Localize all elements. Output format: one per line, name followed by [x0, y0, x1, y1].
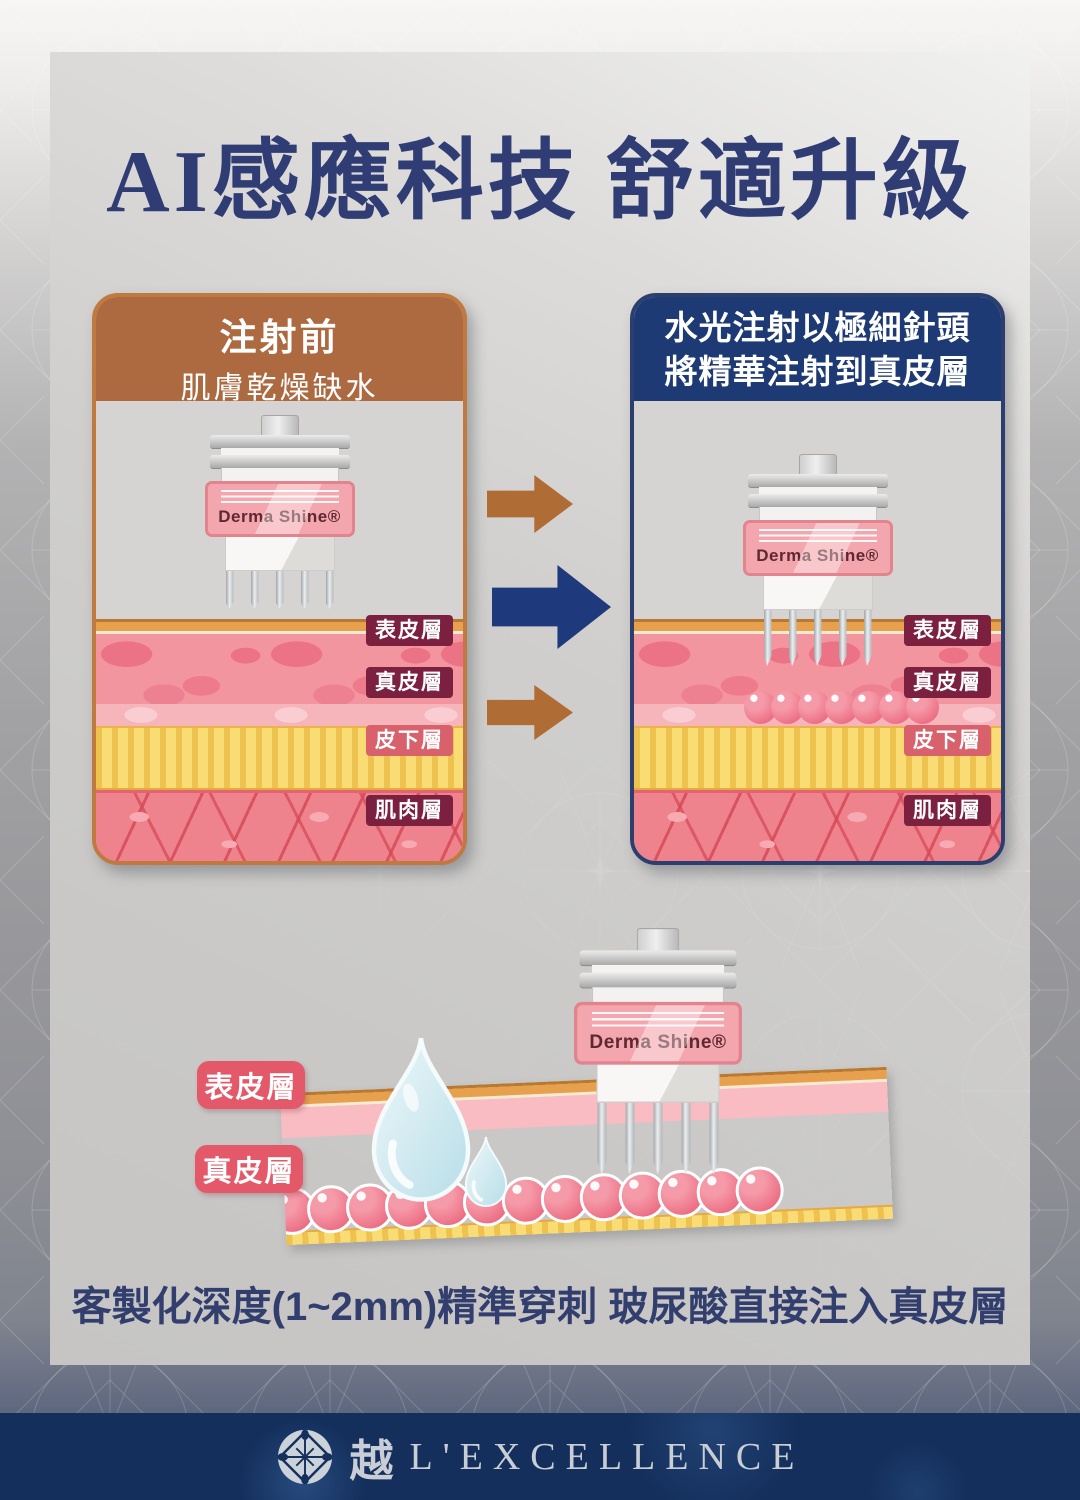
label-subcutaneous: 皮下層 — [366, 725, 453, 757]
device-brand-text: Derma Shine® — [208, 507, 352, 527]
arrow-right-navy — [492, 565, 611, 649]
lower-dermis-layer — [96, 704, 463, 726]
derma-shine-device-injecting: Derma Shine® — [723, 454, 913, 666]
device-plate — [747, 494, 888, 507]
band-stripes — [758, 529, 877, 544]
device-plate — [579, 950, 737, 965]
device-needles — [225, 571, 334, 609]
device-gap — [591, 964, 725, 973]
device-knob — [260, 415, 299, 435]
before-heading: 注射前 — [219, 317, 340, 358]
footer-brand-cjk: 越 — [349, 1436, 394, 1486]
needle — [225, 571, 234, 609]
device-gap — [758, 487, 877, 494]
bottom-label-epidermis: 表皮層 — [197, 1061, 305, 1109]
device-lower-body — [762, 576, 873, 610]
label-epidermis: 表皮層 — [366, 615, 453, 647]
device-label-band: Derma Shine® — [742, 520, 893, 576]
needle — [709, 1102, 719, 1175]
device-needles-inserted — [597, 1102, 719, 1175]
bottom-caption: 客製化深度(1~2mm)精準穿刺 玻尿酸直接注入真皮層 — [71, 1285, 1009, 1329]
before-subheading: 肌膚乾燥缺水 — [180, 372, 379, 405]
device-plate — [747, 474, 888, 487]
needle — [250, 571, 259, 609]
needle — [625, 1102, 635, 1175]
device-label-band: Derma Shine® — [574, 1001, 742, 1065]
arrow-right-brown — [487, 685, 573, 740]
band-sheen — [745, 523, 890, 573]
water-droplet-small — [464, 1136, 508, 1208]
needle — [838, 610, 847, 666]
page-title: AI感應科技 舒適升級 — [106, 134, 974, 231]
device-plate — [209, 455, 350, 468]
needle — [300, 571, 309, 609]
band-sheen — [577, 1005, 739, 1062]
device-knob — [798, 454, 837, 474]
device-plate — [579, 972, 737, 988]
footer-brand-latin: L'EXCELLENCE — [409, 1435, 805, 1478]
epidermis-underline — [96, 631, 463, 634]
injected-serum-bubbles — [744, 691, 939, 724]
device-knob — [636, 928, 680, 951]
band-stripes — [220, 490, 339, 505]
device-collar — [591, 987, 725, 1002]
panel-before-header: 注射前 肌膚乾燥缺水 — [96, 297, 463, 405]
panel-before-injection: 注射前 肌膚乾燥缺水 Derma Shine® — [92, 293, 467, 865]
after-heading-line2: 將精華注射到真皮層 — [664, 353, 971, 390]
device-gap — [220, 448, 339, 455]
device-collar — [758, 507, 877, 520]
device-lower-body — [224, 537, 335, 571]
needle — [788, 610, 797, 666]
panel-after-header: 水光注射以極細針頭 將精華注射到真皮層 — [634, 297, 1001, 401]
after-heading-line1: 水光注射以極細針頭 — [664, 309, 971, 346]
panel-water-light-injection: 水光注射以極細針頭 將精華注射到真皮層 Derma Shine® — [630, 293, 1005, 865]
device-lower-body — [596, 1064, 720, 1103]
label-epidermis: 表皮層 — [904, 615, 991, 647]
label-dermis: 真皮層 — [366, 667, 453, 699]
device-needles-inserted — [763, 610, 872, 666]
needle — [597, 1102, 607, 1175]
band-sheen — [207, 484, 352, 534]
water-droplet-large — [371, 1037, 471, 1202]
band-stripes — [591, 1012, 725, 1029]
lexcellence-logo-icon — [276, 1428, 333, 1485]
needle — [275, 571, 284, 609]
label-subcutaneous: 皮下層 — [904, 725, 991, 757]
needle — [863, 610, 872, 666]
device-brand-text: Derma Shine® — [577, 1031, 738, 1053]
bottom-label-dermis: 真皮層 — [195, 1145, 303, 1193]
device-label-band: Derma Shine® — [204, 481, 355, 537]
device-collar — [220, 468, 339, 481]
needle — [653, 1102, 663, 1175]
needle — [813, 610, 822, 666]
device-brand-text: Derma Shine® — [746, 546, 890, 566]
label-muscle: 肌肉層 — [366, 795, 453, 827]
label-muscle: 肌肉層 — [904, 795, 991, 827]
needle — [763, 610, 772, 666]
device-plate — [209, 435, 350, 448]
content-card: AI感應科技 舒適升級 注射前 肌膚乾燥缺水 Derma Shine® — [50, 52, 1030, 1365]
derma-shine-device-bottom: Derma Shine® — [552, 928, 765, 1175]
needle — [681, 1102, 691, 1175]
label-dermis: 真皮層 — [904, 667, 991, 699]
derma-shine-device: Derma Shine® — [185, 415, 375, 609]
subcutaneous-layer — [96, 726, 463, 790]
needle — [325, 571, 334, 609]
brand-footer: 越 L'EXCELLENCE — [0, 1413, 1080, 1500]
arrow-right-brown — [487, 475, 573, 533]
